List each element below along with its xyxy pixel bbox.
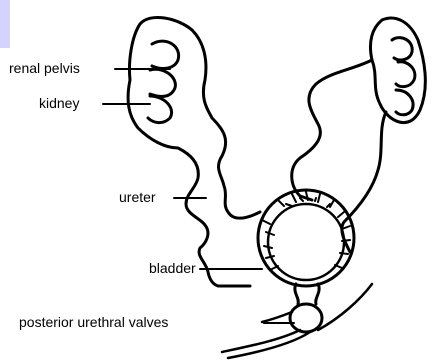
label-kidney: kidney <box>39 95 79 111</box>
left-kidney-lobe-low <box>148 96 172 123</box>
right-kidney-outline <box>370 18 425 123</box>
left-kidney-outline <box>128 17 250 286</box>
right-kidney-lobe-mid <box>396 62 415 87</box>
urethral-valve-bulb <box>290 304 322 332</box>
bladder-inner-wall <box>268 204 344 280</box>
right-kidney-lobe-low <box>396 90 413 115</box>
right-ureter-outer <box>292 60 372 200</box>
left-ureter-outer <box>192 30 260 218</box>
right-kidney-lobe-top <box>392 38 412 60</box>
label-ureter: ureter <box>119 189 156 205</box>
label-renal-pelvis: renal pelvis <box>9 60 80 76</box>
label-posterior-urethral-valves: posterior urethral valves <box>19 314 168 330</box>
left-kidney-lobe-mid <box>150 69 175 96</box>
left-kidney-lobe-top <box>152 41 179 68</box>
right-ureter-inner <box>342 112 386 252</box>
label-bladder: bladder <box>149 260 196 276</box>
